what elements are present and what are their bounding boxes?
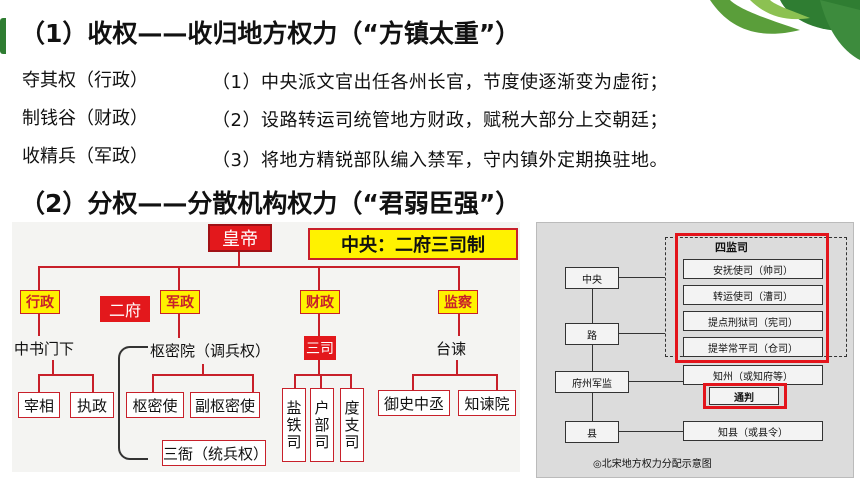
tiju-box: 提举常平司（仓司） bbox=[683, 337, 823, 357]
central-system-badge: 中央：二府三司制 bbox=[308, 228, 518, 260]
fuzhou-box: 府州军监 bbox=[555, 371, 629, 393]
xingzheng-box: 行政 bbox=[20, 290, 60, 314]
sanya-box: 三衙（统兵权） bbox=[162, 440, 268, 466]
left-accent-bar bbox=[0, 18, 6, 54]
diagram-caption: ◎北宋地方权力分配示意图 bbox=[593, 459, 712, 470]
tidian-box: 提点刑狱司（宪司） bbox=[683, 311, 823, 331]
caizheng-box: 财政 bbox=[300, 290, 340, 314]
zhuanyun-box: 转运使司（漕司） bbox=[683, 285, 823, 305]
local-power-diagram: 四监司 安抚使司（帅司） 转运使司（漕司） 提点刑狱司（宪司） 提举常平司（仓司… bbox=[536, 222, 854, 478]
yantiesi-box: 盐铁司 bbox=[282, 388, 306, 462]
hubusi-box: 户部司 bbox=[310, 388, 334, 462]
zhizhou-box: 知州（或知府等） bbox=[683, 365, 823, 385]
text-row-1: （1）中央派文官出任各州长官，节度使逐渐变为虚衔； bbox=[212, 72, 668, 93]
erfu-box: 二府 bbox=[100, 296, 150, 322]
emperor-box: 皇帝 bbox=[208, 224, 272, 252]
heading-fenquan: （2）分权——分散机构权力（“君弱臣强”） bbox=[20, 189, 521, 218]
lu-box: 路 bbox=[565, 323, 619, 345]
shumishi-box: 枢密使 bbox=[126, 392, 184, 418]
tongpan-highlight bbox=[703, 383, 787, 409]
taijian-label: 台谏 bbox=[436, 340, 467, 358]
zhongyang-box: 中央 bbox=[565, 267, 619, 289]
xian-box: 县 bbox=[565, 421, 619, 443]
leaf-decoration bbox=[690, 0, 860, 64]
text-row-2: （2）设路转运司统管地方财政，赋税大部分上交朝廷； bbox=[212, 110, 668, 131]
anfu-box: 安抚使司（帅司） bbox=[683, 259, 823, 279]
zhongshu-label: 中书门下 bbox=[14, 340, 75, 358]
duzhisi-box: 度支司 bbox=[340, 388, 364, 462]
label-row-1: 夺其权（行政） bbox=[22, 70, 148, 91]
sijiansi-title: 四监司 bbox=[715, 241, 748, 254]
fushumishi-box: 副枢密使 bbox=[190, 392, 260, 418]
heading-shouquan: （1）收权——收归地方权力（“方镇太重”） bbox=[20, 19, 521, 48]
central-structure-chart: 皇帝 中央：二府三司制 行政 军政 财政 监察 二府 中书门下 枢密院（调兵权）… bbox=[12, 222, 520, 472]
zaixiang-box: 宰相 bbox=[18, 392, 60, 418]
zhizheng-box: 执政 bbox=[70, 392, 114, 418]
yushi-box: 御史中丞 bbox=[378, 390, 450, 416]
tongpan-box: 通判 bbox=[709, 387, 779, 405]
shumiyuan-label: 枢密院（调兵权） bbox=[150, 342, 271, 360]
sijiansi-highlight bbox=[675, 233, 829, 363]
sansi-box: 三司 bbox=[304, 336, 336, 360]
zhixian-box: 知县（或县令） bbox=[683, 421, 823, 441]
label-row-2: 制钱谷（财政） bbox=[22, 108, 148, 129]
label-row-3: 收精兵（军政） bbox=[22, 146, 148, 167]
jiancha-box: 监察 bbox=[438, 290, 478, 314]
zhijian-box: 知谏院 bbox=[458, 390, 516, 416]
junzheng-box: 军政 bbox=[160, 290, 200, 314]
text-row-3: （3）将地方精锐部队编入禁军，守内镇外定期换驻地。 bbox=[212, 150, 668, 171]
